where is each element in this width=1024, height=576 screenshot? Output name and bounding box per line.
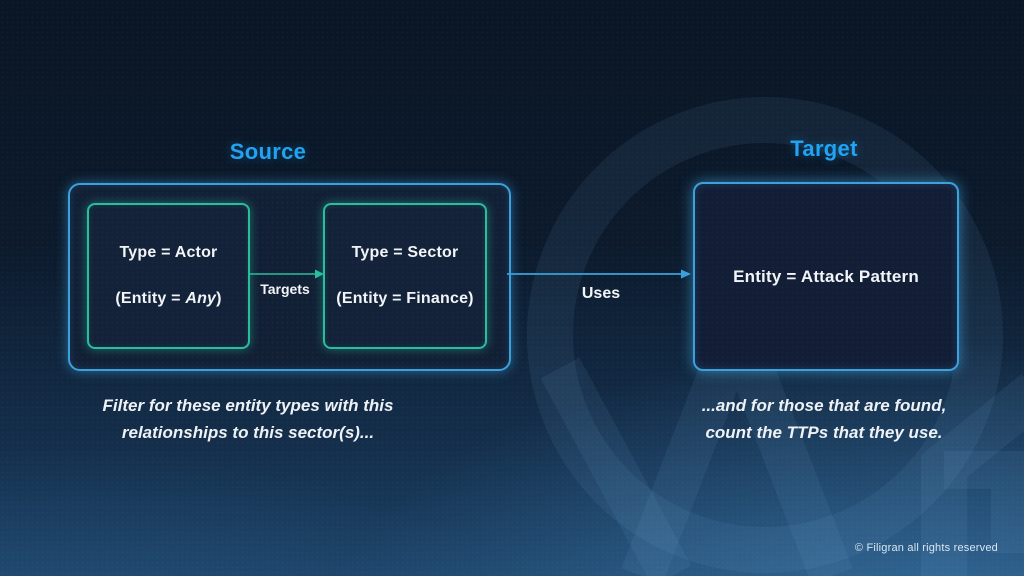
source-caption-line2: relationships to this sector(s)...: [121, 423, 375, 442]
copyright-notice: © Filigran all rights reserved: [854, 542, 998, 554]
actor-entity-prefix: (Entity =: [115, 290, 186, 307]
actor-entity-value: Any: [185, 290, 217, 307]
target-caption-line1: ...and for those that are found,: [701, 396, 947, 415]
uses-arrow-label: Uses: [581, 285, 621, 302]
targets-arrow-label: Targets: [260, 281, 310, 297]
sector-entity-box: Type = Sector (Entity = Finance): [323, 203, 487, 349]
target-caption-line2: count the TTPs that they use.: [705, 423, 943, 442]
source-caption: Filter for these entity types with this …: [78, 392, 418, 446]
sector-type-line: Type = Sector: [351, 244, 459, 261]
target-caption: ...and for those that are found, count t…: [674, 392, 974, 446]
actor-type-line: Type = Actor: [119, 244, 218, 261]
source-heading: Source: [229, 139, 307, 164]
actor-entity-suffix: ): [216, 290, 222, 307]
target-entity-line: Entity = Attack Pattern: [733, 266, 919, 286]
target-heading: Target: [790, 136, 858, 161]
source-caption-line1: Filter for these entity types with this: [102, 396, 394, 415]
uses-arrow-icon: [507, 269, 691, 279]
actor-entity-box: Type = Actor (Entity = Any): [87, 203, 250, 349]
sector-entity-line: (Entity = Finance): [336, 290, 474, 307]
target-entity-box: Entity = Attack Pattern: [693, 182, 959, 371]
actor-entity-line: (Entity = Any): [115, 290, 221, 308]
targets-arrow-icon: [248, 269, 324, 279]
